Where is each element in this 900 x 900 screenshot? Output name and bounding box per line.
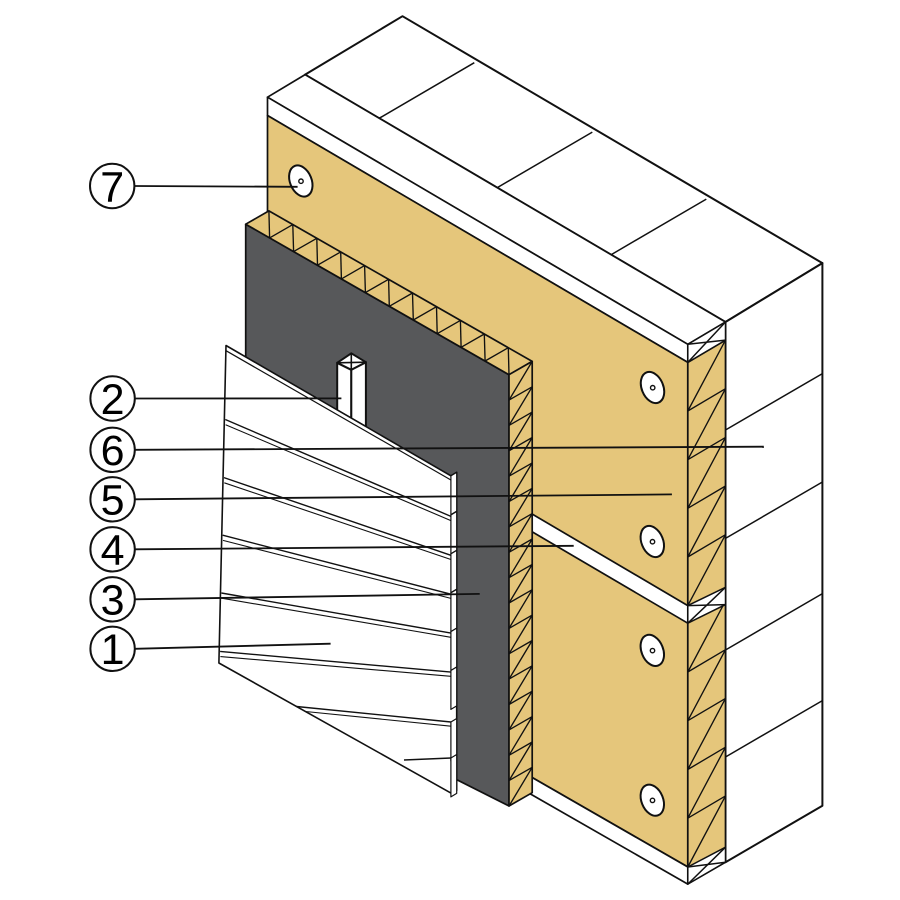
svg-text:6: 6 bbox=[101, 427, 125, 475]
svg-text:3: 3 bbox=[101, 577, 125, 625]
svg-text:7: 7 bbox=[100, 163, 124, 211]
svg-text:2: 2 bbox=[101, 376, 125, 424]
svg-text:4: 4 bbox=[101, 527, 125, 575]
svg-text:5: 5 bbox=[101, 477, 125, 525]
svg-text:1: 1 bbox=[101, 626, 125, 674]
